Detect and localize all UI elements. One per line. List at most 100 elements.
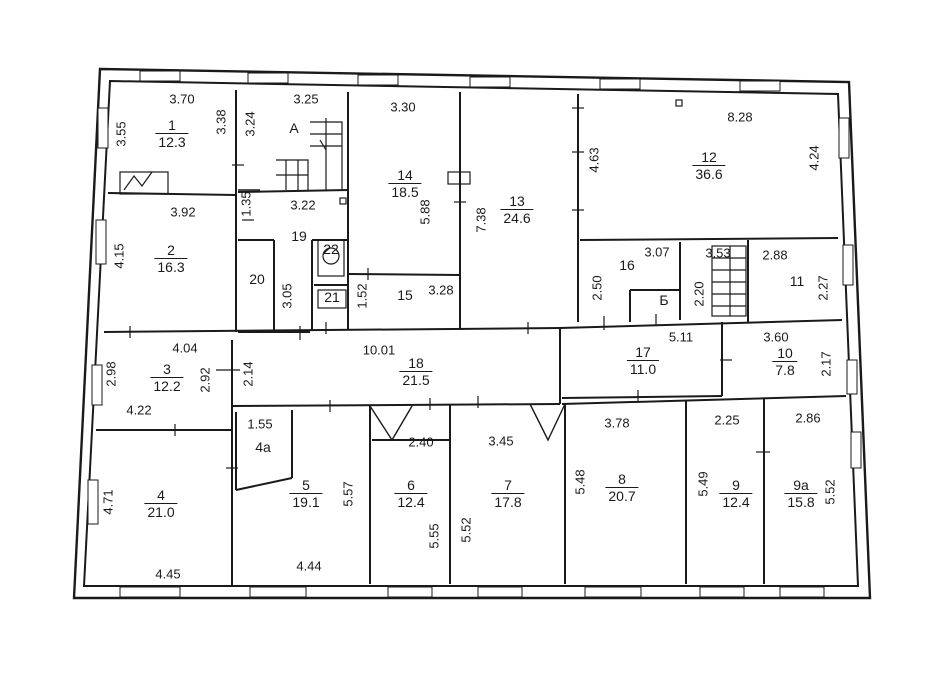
room-number: 19 (291, 228, 307, 244)
stairs-a-drawing (276, 118, 343, 190)
room-16-label: 16 (616, 258, 638, 273)
room-22-label: 22 (320, 242, 342, 257)
room-number: 8 (618, 471, 626, 487)
room-number: 13 (509, 193, 525, 209)
room-number: 7 (504, 477, 512, 493)
dim-label: 3.45 (488, 433, 514, 449)
dim-label: 4.63 (586, 147, 602, 173)
dim-label: 5.57 (340, 481, 356, 507)
room-area: 21.0 (144, 503, 178, 520)
dim-label: 3.22 (290, 197, 316, 213)
dim-label: 5.52 (822, 479, 838, 505)
room-number: 11 (789, 273, 805, 289)
room-area: 24.6 (500, 209, 534, 226)
room-11-label: 11 (787, 274, 808, 289)
dim-label: 2.86 (795, 410, 821, 426)
dim-label: 5.55 (426, 523, 442, 549)
dim-label: 1.55 (247, 416, 273, 432)
dim-label: 3.55 (113, 121, 129, 147)
dim-label: 2.14 (240, 361, 256, 387)
dim-label: 2.20 (691, 281, 707, 307)
dim-label: 3.78 (604, 415, 630, 431)
room-area: 17.8 (491, 493, 525, 510)
dim-label: 3.28 (428, 282, 454, 298)
dim-label: 5.49 (695, 471, 711, 497)
dim-label: 8.28 (727, 109, 753, 125)
room-number: 9 (732, 477, 740, 493)
outer-wall-outer (72, 67, 872, 600)
dim-label: 1.52 (354, 283, 370, 309)
room-area: 7.8 (772, 361, 798, 378)
room-21-label: 21 (321, 290, 343, 305)
room-area: 12.4 (394, 493, 428, 510)
dim-label: 5.11 (668, 329, 694, 345)
stairs-b-label: Б (659, 292, 669, 308)
room-19-label: 19 (288, 229, 310, 244)
dim-label: 4.24 (806, 145, 822, 171)
stairs-a-label: А (289, 120, 299, 136)
dim-label: 7.38 (473, 207, 489, 233)
room-number: 14 (397, 167, 413, 183)
room-number: 1 (168, 117, 176, 133)
room-area: 12.2 (150, 377, 184, 394)
room-area: 21.5 (399, 371, 433, 388)
dim-label: 2.98 (103, 361, 119, 387)
dim-label: 3.38 (213, 109, 229, 135)
room-number: 16 (619, 257, 635, 273)
door-ticks (129, 107, 770, 469)
dim-label: 2.92 (197, 367, 213, 393)
room-number: 20 (249, 271, 265, 287)
dim-label: 4.15 (111, 243, 127, 269)
dim-label: 2.17 (818, 351, 834, 377)
room-number: 5 (302, 477, 310, 493)
windows (87, 70, 862, 598)
dim-label: 3.25 (293, 91, 319, 107)
room-number: 4a (255, 439, 271, 455)
room-number: 2 (167, 242, 175, 258)
room-area: 11.0 (626, 360, 660, 377)
dim-label: 3.07 (644, 244, 670, 260)
dim-label: 3.05 (279, 283, 295, 309)
dim-label: 10.01 (362, 342, 396, 358)
room-number: 12 (701, 149, 717, 165)
room-number: 6 (407, 477, 415, 493)
dim-label: 4.22 (126, 402, 152, 418)
dim-label: 3.70 (169, 91, 195, 107)
room-number: 10 (777, 345, 793, 361)
dim-label: 5.52 (458, 517, 474, 543)
stairs-b-drawing (711, 245, 747, 317)
dim-label: 4.71 (100, 489, 116, 515)
room-20-label: 20 (246, 272, 268, 287)
room-number: 18 (408, 355, 424, 371)
room-area: 18.5 (388, 183, 422, 200)
dim-label: 2.50 (589, 275, 605, 301)
room-area: 36.6 (692, 165, 726, 182)
dim-label: 2.27 (815, 275, 831, 301)
dim-label: 4.44 (296, 558, 322, 574)
room-4a-label: 4a (252, 440, 274, 455)
room-area: 20.7 (605, 487, 639, 504)
room-15-label: 15 (394, 288, 416, 303)
dim-label: 1.35 (238, 191, 254, 217)
dim-label: 5.88 (417, 199, 433, 225)
room-number: 17 (635, 344, 651, 360)
door-leaves (238, 189, 566, 442)
room-number: 21 (324, 289, 340, 305)
dim-label: 2.88 (762, 247, 788, 263)
room-area: 15.8 (784, 493, 818, 510)
